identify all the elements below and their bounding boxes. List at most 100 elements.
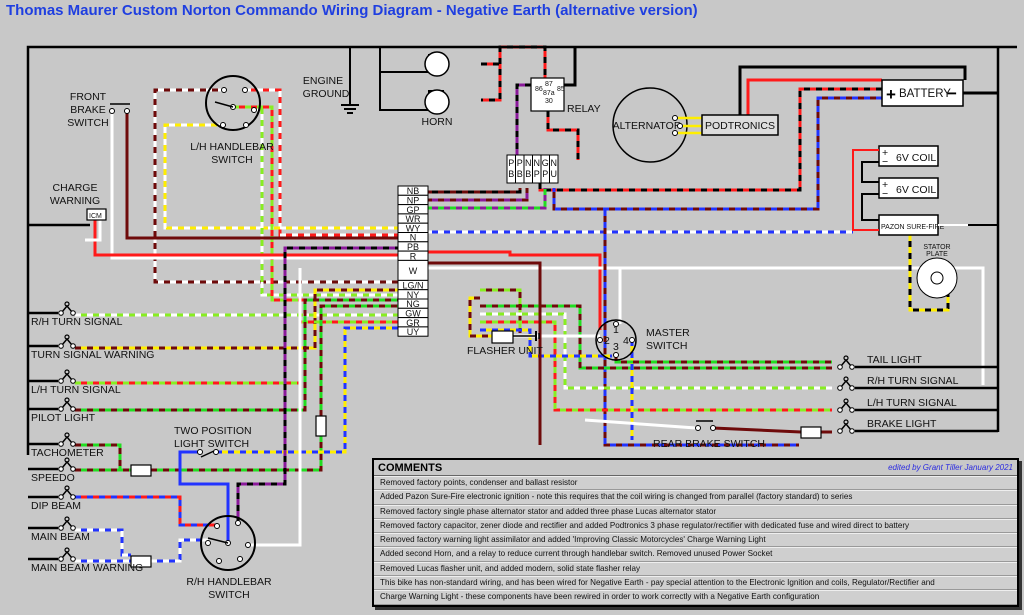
relay-87 [498, 45, 547, 78]
horn-feed-tracer [481, 62, 502, 102]
bulb-icon [58, 369, 76, 384]
master-switch-label-2: SWITCH [646, 340, 687, 352]
left-lamp-label: R/H TURN SIGNAL [31, 316, 123, 328]
relay-connector-pin-bottom: U [551, 169, 558, 179]
pb-tracer [236, 246, 420, 523]
connector-pin-label: NP [407, 195, 420, 205]
rh-handlebar-switch: R/H HANDLEBAR SWITCH [186, 515, 272, 601]
battery-feed-nu-tracer [552, 96, 882, 211]
coil-2 [878, 177, 939, 199]
gw-lh-tracer [254, 108, 420, 297]
left-lamp: TURN SIGNAL WARNING [28, 334, 154, 361]
charge-warning-red [93, 220, 420, 257]
main-beam-tracer [75, 528, 131, 557]
left-lamp-label: MAIN BEAM [31, 531, 90, 543]
charge-warning-label-2: WARNING [50, 195, 100, 207]
dip-beam [75, 495, 217, 527]
coil-1-minus: − [882, 156, 888, 168]
coil-2-minus: − [882, 188, 888, 200]
master-pin-1: 1 [613, 324, 619, 336]
connector-pin-label: NB [407, 186, 420, 196]
rear-brake-n [712, 426, 802, 434]
left-lamp-label: PILOT LIGHT [31, 412, 96, 424]
bulb-icon [837, 419, 855, 434]
left-lamps: R/H TURN SIGNAL TURN SIGNAL WARNING L/H TU… [28, 301, 154, 574]
light-switch-feed [178, 450, 230, 543]
left-lamp: L/H TURN SIGNAL [28, 369, 121, 396]
right-lamp: BRAKE LIGHT [837, 418, 998, 434]
master-switch-label-1: MASTER [646, 327, 690, 339]
coil-2-label: 6V COIL [896, 184, 936, 196]
ignition: + − 6V COIL + − 6V COIL PAZON SURE-FIRE [852, 145, 998, 236]
w-bus [620, 266, 985, 385]
stator-plate: STATOR PLATE [916, 244, 958, 299]
lgn-right [480, 288, 522, 333]
right-lamp-label: BRAKE LIGHT [867, 418, 937, 430]
horns: HORN [379, 47, 453, 128]
bulb-icon [58, 301, 76, 316]
gp-tracer [420, 188, 547, 210]
lgn [153, 88, 420, 284]
rh-turn-right-tracer [480, 312, 832, 390]
connector-pin: UY [397, 326, 429, 337]
battery-label: BATTERY [899, 88, 951, 100]
bulb-icon [58, 432, 76, 447]
rh-switch-w [248, 268, 302, 547]
rear-brake-w [584, 418, 697, 430]
coil-1-label: 6V COIL [896, 152, 936, 164]
left-lamp: SPEEDO [28, 457, 76, 484]
horn-2-icon [424, 89, 450, 115]
rear-brake-switch-label: REAR BRAKE SWITCH [653, 438, 765, 450]
comments-edited-by: edited by Grant Tiller January 2021 [888, 463, 1013, 472]
comment-row: Removed factory single phase alternator … [374, 504, 1017, 519]
relay-connector-pin: NP [532, 154, 542, 184]
connector-pin-label: W [409, 266, 418, 276]
brown-blue-drop-tracer [603, 210, 799, 447]
left-lamp-label: L/H TURN SIGNAL [31, 384, 121, 396]
wr-tracer [245, 88, 420, 237]
connector-pin-label: WR [406, 214, 421, 224]
charge-warning-label-1: CHARGE [53, 182, 98, 194]
relay-86 [515, 83, 531, 160]
relay-pin-87a: 87a [543, 90, 555, 97]
wires [75, 45, 998, 563]
np [420, 188, 529, 202]
coil-1 [878, 145, 939, 167]
n-main [420, 261, 542, 445]
bulb-icon [58, 547, 76, 562]
lh-handlebar-switch: L/H HANDLEBAR SWITCH [190, 75, 274, 166]
relay-connector-pin: PB [515, 154, 525, 184]
bulb-icon [837, 398, 855, 413]
relay-pin-30: 30 [545, 98, 553, 105]
horn-label: HORN [422, 116, 453, 128]
stator-label-1: STATOR [923, 244, 950, 251]
ny-flasher-tracer [468, 296, 492, 338]
front-brake-label-2: BRAKE [70, 104, 106, 116]
dip-beam-tracer [75, 495, 217, 527]
ng-left-tracer [319, 304, 420, 416]
right-lamp-label: R/H TURN SIGNAL [867, 375, 959, 387]
icm-label: ICM [89, 213, 102, 220]
connector-pin-label: GW [405, 308, 421, 318]
relay: 87 87a 86 85 30 RELAY [530, 77, 601, 115]
left-lamp: DIP BEAM [28, 485, 81, 512]
turn-warning-tracer [75, 288, 420, 350]
bulb-icon [58, 485, 76, 500]
connector-pin-label: PB [407, 242, 419, 252]
left-lamp: PILOT LIGHT [28, 397, 96, 424]
connector-pin: R [397, 250, 429, 261]
rear-brake-switch: REAR BRAKE SWITCH [653, 420, 822, 450]
right-lamp-label: TAIL LIGHT [867, 354, 922, 366]
comment-row: Removed factory warning light assimilato… [374, 533, 1017, 548]
alternator-label: ALTERNATOR [613, 120, 682, 132]
comment-row: Removed factory capacitor, zener diode a… [374, 518, 1017, 534]
relay-connector-pin-top: N [534, 158, 541, 168]
r-to-master [420, 250, 602, 330]
podtronics-box [701, 114, 779, 136]
coil-1-plus: + [882, 147, 888, 159]
inline-resistors [130, 415, 327, 568]
engine-ground-label-1: ENGINE [303, 75, 343, 87]
bulb-icon [58, 516, 76, 531]
